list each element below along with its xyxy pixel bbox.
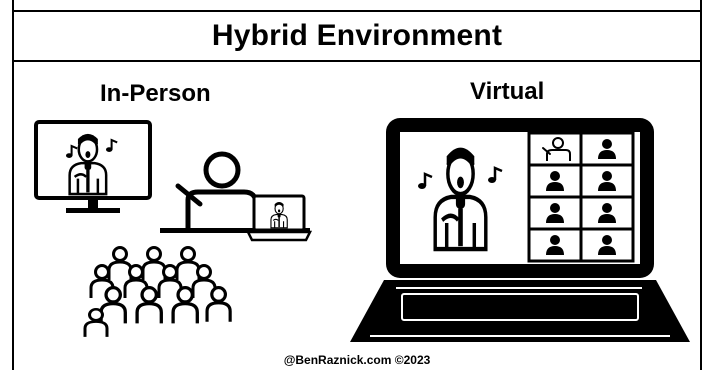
- credit-text: @BenRaznick.com ©2023: [283, 353, 431, 367]
- laptop-icon: [245, 194, 313, 242]
- presenter-icon: [542, 137, 571, 161]
- participant-grid: [527, 131, 635, 263]
- virtual-heading: Virtual: [470, 78, 545, 105]
- in-person-heading: In-Person: [100, 80, 211, 107]
- title-bar: Hybrid Environment: [12, 10, 702, 62]
- diagram-title: Hybrid Environment: [211, 19, 503, 52]
- diagram-frame: [12, 0, 702, 370]
- monitor-icon: [34, 120, 152, 213]
- laptop-icon: [350, 118, 690, 342]
- audience-icon: [83, 246, 232, 339]
